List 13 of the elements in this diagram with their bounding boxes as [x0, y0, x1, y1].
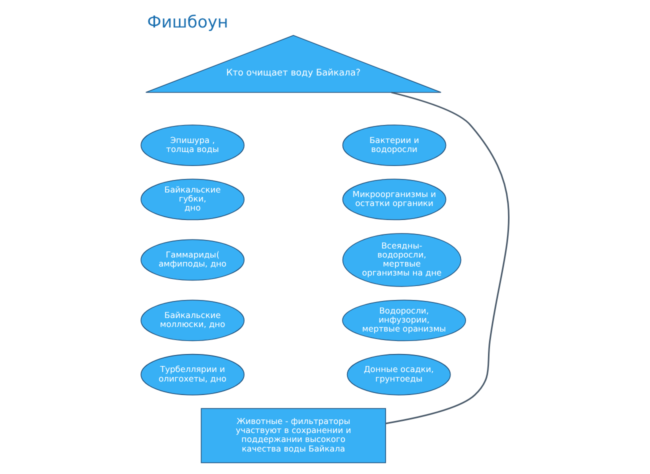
- diagram-title: Фишбоун: [147, 12, 228, 32]
- node-ellipse: Гаммариды( амфиподы, дно: [140, 239, 244, 281]
- node-ellipse: Байкальские моллюски, дно: [140, 300, 244, 342]
- node-ellipse: Микроорганизмы и остатки органики: [342, 178, 446, 220]
- connector: [386, 92, 510, 424]
- node-ellipse: Водоросли, инфузории, мертвые оранизмы: [342, 300, 466, 342]
- node-ellipse: Бактерии и водоросли: [342, 124, 446, 166]
- node-ellipse: Всеядны- водоросли, мертвые организмы на дне: [342, 233, 462, 287]
- node-ellipse: Донные осадки, грунтоеды: [346, 354, 451, 396]
- node-ellipse: Эпишура , толща воды: [140, 124, 244, 166]
- node-ellipse: Байкальские губки, дно: [140, 178, 244, 220]
- node-box: Животные - фильтраторы участвуют в сохранении и поддержании высокого качества воды Байкала: [200, 408, 386, 464]
- node-ellipse: Турбеллярии и олигохеты, дно: [140, 354, 244, 396]
